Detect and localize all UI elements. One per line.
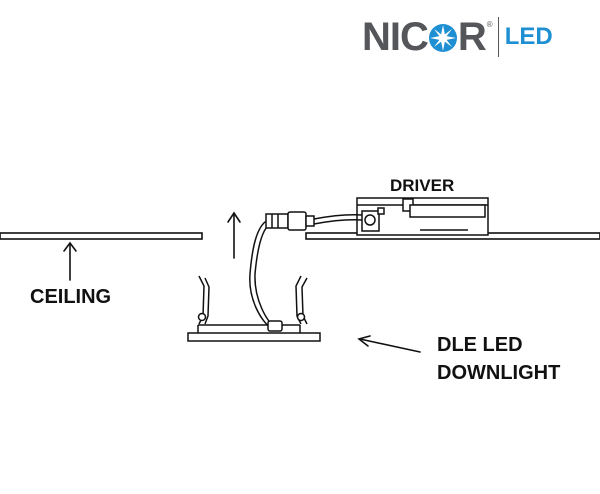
connector-cable <box>249 211 363 329</box>
downlight-fixture <box>187 275 321 342</box>
left-arrow-icon <box>357 335 421 353</box>
brand-logo: NIC <box>362 12 553 62</box>
label-downlight-line1: DLE LED <box>437 334 523 356</box>
brand-separator <box>497 17 499 57</box>
label-ceiling: CEILING <box>30 286 112 308</box>
brand-sub: LED <box>504 23 553 50</box>
registered-mark: ® <box>486 20 493 29</box>
brand-name: NIC <box>362 12 487 62</box>
starburst-icon <box>428 16 458 52</box>
up-arrow-icon <box>227 211 241 259</box>
brand-name-suffix: R <box>457 15 487 59</box>
driver-box <box>356 197 489 236</box>
brand-name-prefix: NIC <box>362 15 429 59</box>
label-downlight-line2: DOWNLIGHT <box>437 362 561 384</box>
ceiling-left <box>0 232 203 240</box>
label-driver: DRIVER <box>390 176 455 195</box>
ceiling-arrow-icon <box>63 241 77 281</box>
